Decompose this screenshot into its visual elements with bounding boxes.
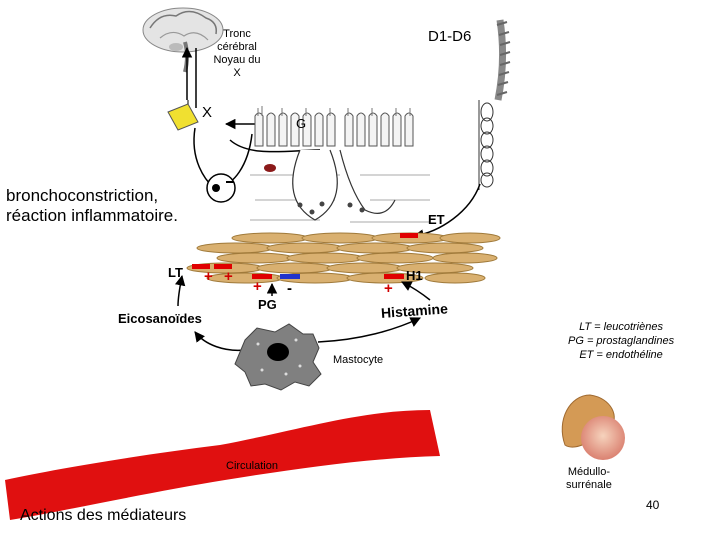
- pg-receptor-red: [252, 274, 272, 279]
- legend: LT = leucotriènes PG = prostaglandines E…: [568, 320, 674, 362]
- h1-plus: +: [384, 280, 393, 297]
- blood-vessel-icon: [5, 410, 440, 520]
- mastocyte-to-eicosanoids-arrow: [194, 331, 246, 352]
- legend-et: ET = endothéline: [579, 349, 663, 361]
- spinal-column-icon: [494, 19, 511, 101]
- adrenal-label-line1: Médullo-: [567, 466, 611, 478]
- legend-lt: LT = leucotriènes: [579, 321, 663, 333]
- ganglion-label: G: [296, 116, 307, 131]
- et-label: ET: [428, 212, 445, 227]
- sympathetic-nerve-path: [412, 183, 481, 240]
- brainstem-label-line3: Noyau du: [213, 54, 261, 66]
- h1-receptor: [384, 274, 404, 279]
- spine-label: D1-D6: [428, 28, 472, 45]
- ganglion-icon: [167, 103, 199, 131]
- smooth-muscle-layer: [186, 232, 501, 284]
- adrenal-gland-icon: [561, 394, 625, 460]
- legend-pg: PG = prostaglandines: [568, 335, 675, 347]
- et-receptor: [400, 233, 418, 238]
- adrenal-label-line2: surrénale: [566, 479, 612, 491]
- adrenal-label: Médullo- surrénale: [566, 466, 612, 492]
- mast-cell-icon: [234, 323, 322, 391]
- slide-number: 40: [646, 498, 660, 512]
- caption: Actions des médiateurs: [20, 507, 187, 524]
- lt-plus-1: +: [204, 268, 213, 285]
- submucosal-gland-icon: [264, 149, 396, 221]
- eicosanoids-label: Eicosanoïdes: [118, 311, 202, 326]
- lt-plus-2: +: [224, 268, 233, 285]
- submucosa-lines: [250, 174, 430, 223]
- lt-receptor-2: [214, 264, 232, 269]
- pg-plus: +: [253, 278, 262, 295]
- lt-arrow: [174, 274, 186, 307]
- h1-label: H1: [406, 268, 423, 283]
- mastocyte-label: Mastocyte: [333, 354, 384, 366]
- response-label-line1: bronchoconstriction,: [6, 186, 159, 205]
- brainstem-label-line4: X: [233, 67, 241, 79]
- brainstem-label: Tronc cérébral Noyau du X: [208, 28, 266, 80]
- lt-receptor-1: [192, 264, 210, 269]
- response-label-line2: réaction inflammatoire.: [6, 206, 178, 225]
- circulation-label: Circulation: [226, 460, 278, 472]
- sympathetic-chain-icon: [478, 100, 494, 190]
- airway-epithelium: [254, 112, 414, 147]
- pg-minus: -: [287, 280, 292, 297]
- vagus-label: X: [202, 104, 213, 121]
- brainstem-label-line2: cérébral: [217, 41, 257, 53]
- lt-label: LT: [168, 265, 183, 280]
- histamine-arrow: [401, 281, 431, 301]
- effector-cell-icon: [206, 173, 236, 203]
- pg-label: PG: [258, 297, 277, 312]
- mastocyte-to-histamine-arrow: [317, 317, 421, 343]
- pg-receptor-blue: [280, 274, 300, 279]
- brainstem-label-line1: Tronc: [223, 28, 251, 40]
